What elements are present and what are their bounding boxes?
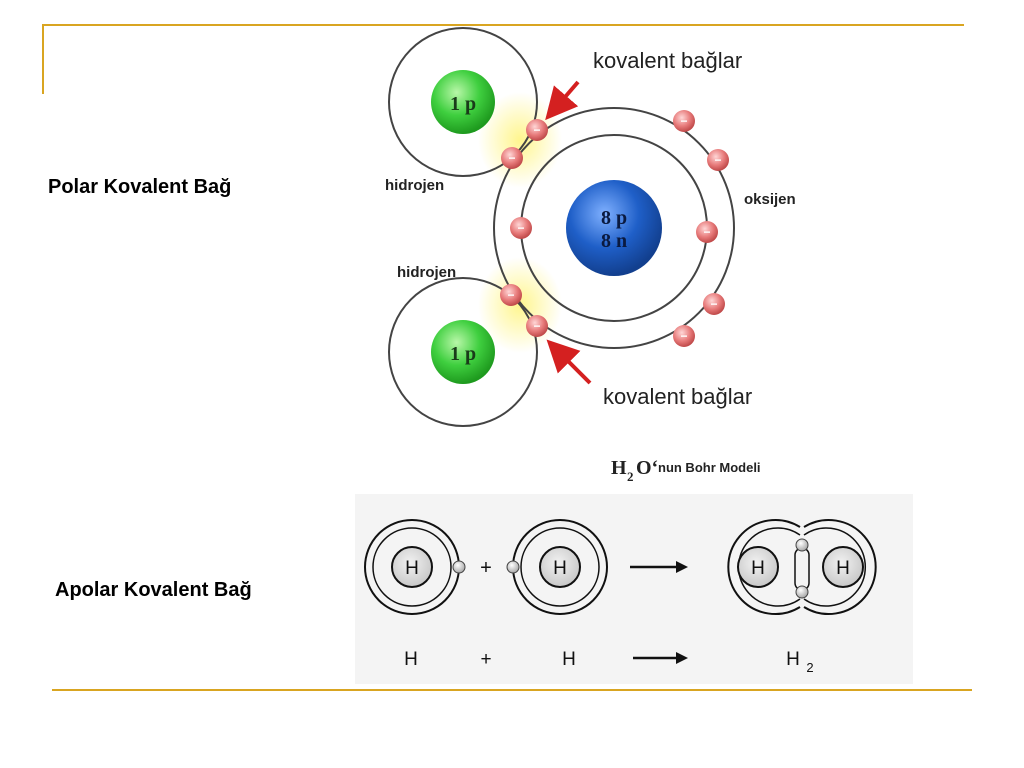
bond-arrow-top: [545, 80, 580, 121]
h2-symbol-left: H: [751, 558, 765, 579]
oxygen-outer-shell: [493, 107, 735, 349]
h-atom-2-electron: [506, 560, 520, 574]
h-atom-1-symbol: H: [405, 558, 419, 579]
hydrogen-top-shell: [388, 27, 538, 177]
h2-nucleus-left: [737, 546, 779, 588]
hydrogen-top-nucleus: [431, 70, 495, 134]
oxygen-label: oksijen: [744, 191, 796, 208]
hydrogen-bottom-shell: [388, 277, 538, 427]
h2-right-shell: [803, 527, 866, 607]
h-atom-2-symbol: H: [553, 558, 567, 579]
h-atom-1-nucleus: [391, 546, 433, 588]
caption-rest: nun Bohr Modeli: [658, 460, 761, 475]
svg-text:−: −: [508, 151, 515, 165]
oxygen-nucleus: [566, 180, 662, 276]
hydrogen-label-bottom: hidrojen: [397, 264, 456, 281]
electron: −: [673, 325, 695, 347]
electron: −: [696, 221, 718, 243]
polar-heading: Polar Kovalent Bağ: [48, 176, 232, 198]
reaction-arrow-bottom-head: [676, 652, 688, 664]
h2-shared-electron-top: [795, 538, 809, 552]
electron: −: [526, 119, 548, 141]
svg-text:−: −: [710, 297, 717, 311]
svg-text:−: −: [680, 329, 687, 343]
h2-shared-electron-bottom: [795, 585, 809, 599]
hydrogen-molecule-model: H + H H H H + H H 2: [355, 494, 913, 684]
equation-h2: H: [786, 649, 800, 670]
svg-text:−: −: [533, 319, 540, 333]
oxygen-nucleus-neutrons: 8 n: [601, 230, 627, 252]
h2-left-outer: [727, 519, 801, 615]
bond-label-top: kovalent bağlar: [593, 48, 742, 73]
plus-sign-top: +: [480, 557, 492, 579]
electron: −: [673, 110, 695, 132]
svg-text:−: −: [533, 123, 540, 137]
h2-right-outer: [803, 519, 877, 615]
hydrogen-bottom-nucleus-label: 1 p: [450, 343, 476, 365]
plus-sign-bottom: +: [480, 649, 491, 670]
hydrogen-top-nucleus-label: 1 p: [450, 93, 476, 115]
h-atom-1-electron: [452, 560, 466, 574]
bond-label-bottom: kovalent bağlar: [603, 384, 752, 409]
hydrogen-label-top: hidrojen: [385, 177, 444, 194]
bond-arrow-bottom: [546, 339, 592, 385]
caption-sub: 2: [627, 469, 634, 484]
hydrogen-bottom-nucleus: [431, 320, 495, 384]
equation-h2-sub: 2: [806, 660, 813, 675]
h2-panel: [355, 494, 913, 684]
bottom-rule: [52, 689, 972, 691]
caption-h: H: [611, 457, 627, 479]
h-atom-2-nucleus: [539, 546, 581, 588]
h-atom-2-shell: [520, 527, 600, 607]
apolar-heading: Apolar Kovalent Bağ: [55, 579, 252, 601]
svg-text:−: −: [714, 153, 721, 167]
svg-text:−: −: [703, 225, 710, 239]
left-rule: [42, 24, 44, 94]
water-bohr-model: 1 p 1 p 8 p 8 n − − − − − − − − − − kova…: [385, 27, 796, 484]
h2-nucleus-right: [822, 546, 864, 588]
electron: −: [501, 147, 523, 169]
equation-h-right: H: [562, 649, 576, 670]
electron: −: [500, 284, 522, 306]
bond-glow-top: [478, 92, 562, 188]
oxygen-nucleus-protons: 8 p: [601, 207, 627, 229]
h2-symbol-right: H: [836, 558, 850, 579]
reaction-arrow-top-head: [676, 561, 688, 573]
top-rule: [42, 24, 964, 26]
svg-text:−: −: [517, 221, 524, 235]
electron: −: [707, 149, 729, 171]
water-caption: H 2 O‘ nun Bohr Modeli: [611, 457, 761, 484]
svg-text:−: −: [507, 288, 514, 302]
h-atom-1-shell: [372, 527, 452, 607]
svg-text:−: −: [680, 114, 687, 128]
equation-h-left: H: [404, 649, 418, 670]
electron: −: [703, 293, 725, 315]
caption-o: O‘: [636, 457, 658, 479]
electron: −: [510, 217, 532, 239]
electron: −: [526, 315, 548, 337]
